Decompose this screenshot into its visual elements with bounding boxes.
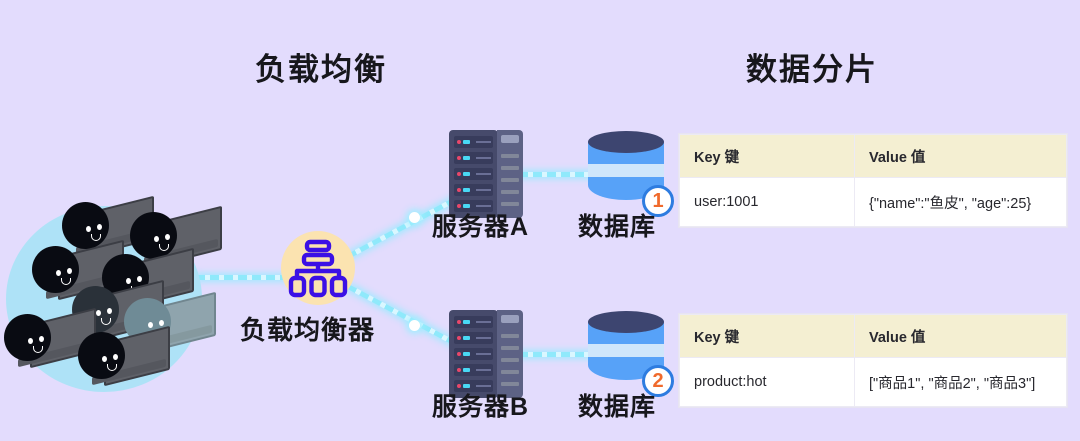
database-1-node[interactable]: 1 xyxy=(588,131,674,217)
avatar-eye-right xyxy=(107,308,112,314)
user-avatar xyxy=(78,332,125,379)
link-node-b xyxy=(409,320,420,331)
client-laptop xyxy=(32,239,128,304)
database-1-label: 数据库 xyxy=(578,213,657,241)
avatar-mouth xyxy=(101,318,111,325)
client-laptop xyxy=(78,325,174,390)
link-server-a-to-db1 xyxy=(505,172,601,177)
server-a-node[interactable] xyxy=(447,130,525,222)
avatar-eye-left xyxy=(148,322,153,328)
avatar-eye-left xyxy=(96,310,101,316)
avatar-eye-right xyxy=(165,234,170,240)
column-header-value: Value 值 xyxy=(854,134,1067,178)
link-node-a xyxy=(409,212,420,223)
load-balancer-label: 负载均衡器 xyxy=(240,315,376,345)
database-2-badge: 2 xyxy=(642,365,674,397)
server-rack-cap-icon xyxy=(501,135,519,143)
cell-value: ["商品1", "商品2", "商品3"] xyxy=(854,357,1067,407)
avatar-eye-right xyxy=(39,336,44,342)
database-band xyxy=(588,344,664,357)
avatar-mouth xyxy=(33,346,43,353)
column-header-key: Key 键 xyxy=(679,314,855,358)
cell-value: {"name":"鱼皮", "age":25} xyxy=(854,177,1067,227)
avatar-mouth xyxy=(61,278,71,285)
link-clients-to-balancer xyxy=(196,275,288,280)
shard-1-table: Key 键 Value 值 user:1001 {"name":"鱼皮", "a… xyxy=(678,133,1068,228)
avatar-eye-left xyxy=(102,356,107,362)
table-header-row: Key 键 Value 值 xyxy=(679,134,1067,178)
avatar-mouth xyxy=(159,244,169,251)
avatar-eye-left xyxy=(154,236,159,242)
database-2-label: 数据库 xyxy=(578,393,657,421)
user-avatar xyxy=(62,202,109,249)
load-balancer-node[interactable] xyxy=(281,231,355,305)
server-rack-cap-icon xyxy=(501,315,519,323)
database-band xyxy=(588,164,664,177)
database-top-icon xyxy=(588,131,664,153)
client-laptop xyxy=(130,205,226,270)
server-a-label: 服务器A xyxy=(432,213,530,241)
user-avatar xyxy=(32,246,79,293)
database-2-node[interactable]: 2 xyxy=(588,311,674,397)
avatar-eye-left xyxy=(86,226,91,232)
column-header-value: Value 值 xyxy=(854,314,1067,358)
server-b-label: 服务器B xyxy=(432,393,530,421)
server-b-node[interactable] xyxy=(447,310,525,402)
user-avatar xyxy=(130,212,177,259)
avatar-eye-right xyxy=(159,320,164,326)
column-header-key: Key 键 xyxy=(679,134,855,178)
avatar-eye-right xyxy=(113,354,118,360)
avatar-eye-right xyxy=(97,224,102,230)
database-1-badge: 1 xyxy=(642,185,674,217)
avatar-eye-right xyxy=(137,276,142,282)
server-rack-icon xyxy=(449,310,498,398)
section-title-load-balancing: 负载均衡 xyxy=(255,52,387,87)
shard-2-table: Key 键 Value 值 product:hot ["商品1", "商品2",… xyxy=(678,313,1068,408)
table-header-row: Key 键 Value 值 xyxy=(679,314,1067,358)
section-title-data-sharding: 数据分片 xyxy=(746,52,878,87)
client-laptop xyxy=(4,307,100,372)
hierarchy-icon xyxy=(288,239,348,298)
server-rack-icon xyxy=(449,130,498,218)
avatar-eye-left xyxy=(28,338,33,344)
cell-key: user:1001 xyxy=(679,177,855,227)
client-laptop xyxy=(62,195,158,260)
table-row: user:1001 {"name":"鱼皮", "age":25} xyxy=(679,177,1067,227)
avatar-mouth xyxy=(91,234,101,241)
client-cluster xyxy=(4,195,222,392)
link-server-b-to-db2 xyxy=(505,352,601,357)
avatar-mouth xyxy=(107,364,117,371)
avatar-eye-right xyxy=(67,268,72,274)
table-row: product:hot ["商品1", "商品2", "商品3"] xyxy=(679,357,1067,407)
cell-key: product:hot xyxy=(679,357,855,407)
user-avatar xyxy=(4,314,51,361)
avatar-eye-left xyxy=(126,278,131,284)
database-top-icon xyxy=(588,311,664,333)
avatar-eye-left xyxy=(56,270,61,276)
